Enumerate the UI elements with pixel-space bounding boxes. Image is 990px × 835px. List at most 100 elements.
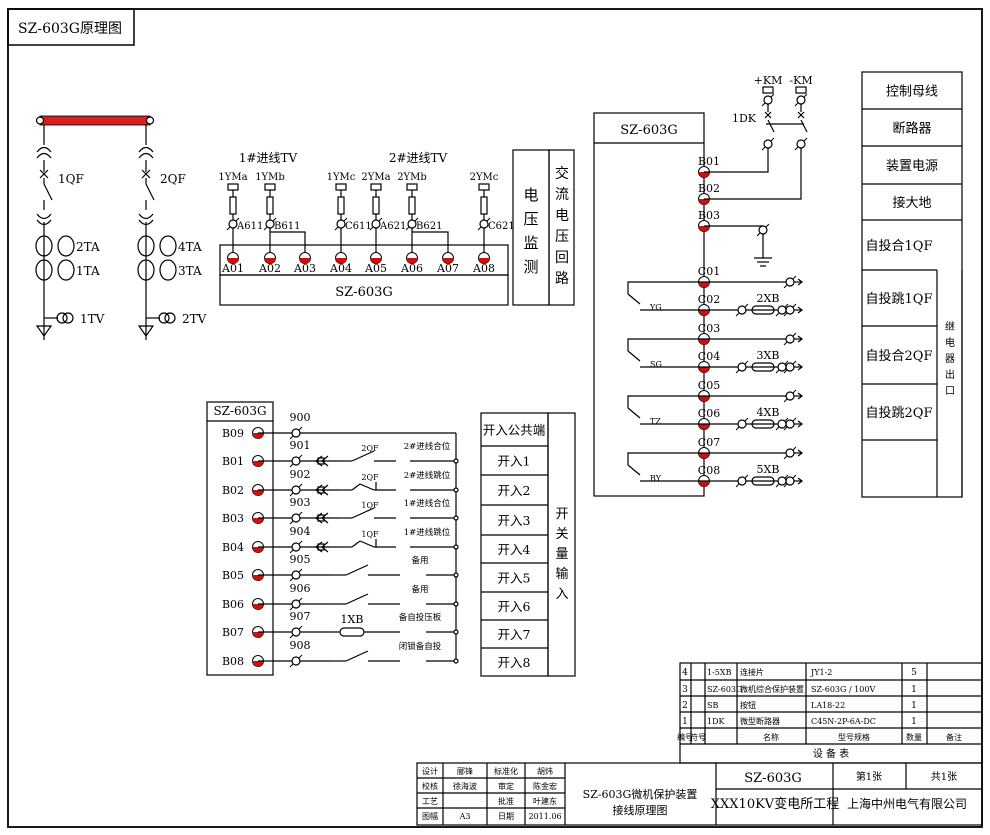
b-terminal-label: B03 bbox=[698, 209, 720, 222]
terminal-symbol bbox=[737, 419, 747, 429]
xb-link-icon bbox=[751, 305, 775, 315]
voltage-terminal-7 bbox=[442, 252, 454, 264]
voltage-device-label-box bbox=[219, 274, 509, 306]
input-label: 备自投压板 bbox=[399, 612, 442, 623]
tb-role: 校核 bbox=[422, 781, 438, 791]
xb-link-icon bbox=[751, 362, 775, 372]
input-terminal-label: B06 bbox=[222, 598, 244, 611]
terminal-symbol bbox=[777, 476, 787, 486]
bom-header: 编号 bbox=[677, 732, 693, 742]
bom-spec: LA18-22 bbox=[811, 701, 845, 710]
fuse-icon bbox=[408, 196, 416, 215]
tv-icon bbox=[164, 312, 176, 324]
wire-number: 900 bbox=[290, 411, 311, 424]
dk-x bbox=[764, 111, 772, 119]
dk-label: 1DK bbox=[732, 112, 757, 125]
terminal-symbol bbox=[371, 219, 381, 229]
c-terminal-label: C01 bbox=[698, 265, 720, 278]
c-terminal-label: C08 bbox=[698, 464, 720, 477]
wire bbox=[704, 148, 802, 200]
terminal-symbol bbox=[291, 513, 301, 523]
input-terminal-label: B05 bbox=[222, 569, 244, 582]
input-row-label: 开入公共端 bbox=[483, 423, 546, 438]
contact-label: TZ bbox=[650, 417, 661, 426]
terminal-symbol bbox=[291, 599, 301, 609]
terminal-symbol bbox=[785, 305, 795, 315]
terminal-symbol bbox=[228, 219, 238, 229]
ct-icon bbox=[159, 235, 177, 257]
arrow bbox=[797, 335, 803, 343]
function-row-label: 控制母线 bbox=[886, 85, 938, 100]
junction bbox=[453, 515, 459, 521]
bom-symbol: SB bbox=[707, 701, 718, 710]
wire-label: C621 bbox=[488, 221, 515, 232]
bom-header: 型号规格 bbox=[838, 732, 870, 742]
right-device-box bbox=[593, 112, 705, 497]
ct-icon bbox=[159, 259, 177, 281]
terminal-symbol bbox=[785, 419, 795, 429]
input-label: 1#进线合位 bbox=[404, 498, 451, 509]
terminal-symbol bbox=[785, 448, 795, 458]
right-device-name: SZ-603G bbox=[620, 123, 678, 138]
junction bbox=[453, 629, 459, 635]
ct-icon bbox=[137, 235, 155, 257]
tb-role: 审定 bbox=[498, 781, 514, 791]
terminal-symbol bbox=[291, 570, 301, 580]
tb-person: 胡炜 bbox=[537, 766, 553, 776]
wire bbox=[627, 395, 704, 408]
arrow bbox=[797, 449, 803, 457]
bom-table bbox=[679, 662, 983, 764]
wire-number: 907 bbox=[290, 610, 311, 623]
terminal-label: A07 bbox=[436, 262, 459, 275]
contact-blade bbox=[351, 483, 361, 491]
input-label: 闭锁备自投 bbox=[399, 641, 442, 652]
wire-number: 904 bbox=[290, 525, 311, 538]
function-row-label: 装置电源 bbox=[886, 159, 938, 174]
terminal-symbol bbox=[291, 542, 301, 552]
fuse-icon bbox=[372, 196, 380, 215]
tb-role: 批准 bbox=[498, 796, 514, 806]
function-row-label: 自投合2QF bbox=[866, 348, 933, 364]
function-row-label: 接大地 bbox=[892, 195, 931, 211]
arrow bbox=[797, 306, 803, 314]
bom-spec: JY1-2 bbox=[810, 668, 832, 677]
wire-label: B611 bbox=[274, 221, 300, 232]
terminal-label: A03 bbox=[293, 262, 316, 275]
ct-icon bbox=[35, 235, 53, 257]
c-terminal-label: C02 bbox=[698, 293, 720, 306]
c-terminal-label: C03 bbox=[698, 322, 720, 335]
tb-role: 工艺 bbox=[422, 797, 438, 806]
breaker-x bbox=[39, 169, 49, 179]
relay-out-label: 继电器出口 bbox=[945, 320, 955, 397]
wire-number: 906 bbox=[290, 582, 311, 595]
ct-icon bbox=[137, 259, 155, 281]
bom-no: 3 bbox=[682, 685, 688, 695]
b-terminal-label: B02 bbox=[698, 182, 720, 195]
xb-label: 3XB bbox=[757, 349, 780, 362]
voltage-device-name: SZ-603G bbox=[335, 285, 393, 300]
tb-company: 上海中州电气有限公司 bbox=[847, 796, 967, 811]
bom-symbol: 1DK bbox=[707, 717, 726, 726]
arrester-icon bbox=[35, 325, 53, 338]
input-row-label: 开入4 bbox=[498, 542, 531, 557]
drawing-name-2: 接线原理图 bbox=[613, 803, 668, 817]
bg bbox=[317, 457, 325, 465]
terminal-symbol bbox=[796, 95, 806, 105]
input-label: 2#进线跳位 bbox=[404, 470, 451, 481]
input-terminal-label: B02 bbox=[222, 484, 244, 497]
input-row-label: 开入3 bbox=[498, 513, 531, 528]
fuse-icon bbox=[229, 196, 237, 215]
contact-blade bbox=[351, 540, 361, 548]
terminal-label: A01 bbox=[221, 262, 244, 275]
dk-blade bbox=[767, 119, 775, 133]
drawing-frame bbox=[7, 8, 983, 828]
ta-label: 3TA bbox=[178, 264, 202, 278]
fuse-icon bbox=[337, 196, 345, 215]
input-device-name: SZ-603G bbox=[213, 404, 266, 418]
wire-label: C611 bbox=[345, 221, 372, 232]
bom-spec: C45N-2P-6A-DC bbox=[811, 717, 876, 726]
input-row-label: 开入2 bbox=[498, 483, 531, 498]
group2-label: 2#进线TV bbox=[389, 151, 448, 165]
tv-signal-label: 1YMa bbox=[218, 172, 247, 183]
bg bbox=[317, 514, 325, 522]
